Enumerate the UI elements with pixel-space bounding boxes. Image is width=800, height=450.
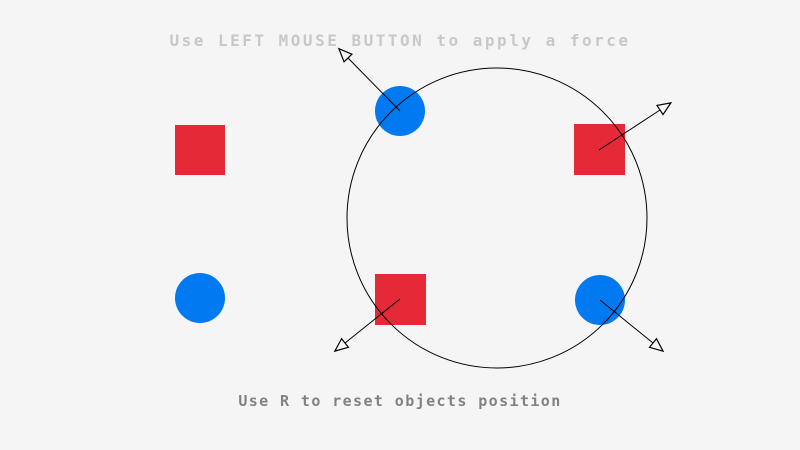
force-arrow-head — [655, 102, 673, 116]
force-arrow — [599, 299, 665, 353]
force-arrow-line — [599, 299, 654, 344]
instruction-reset: Use R to reset objects position — [238, 392, 562, 410]
force-arrow-line — [344, 298, 401, 344]
force-arrow-line — [347, 57, 401, 112]
physics-ball-blue[interactable] — [175, 273, 225, 323]
force-arrow — [337, 47, 401, 112]
force-arrow — [598, 102, 673, 151]
force-arrow-line — [598, 109, 661, 151]
force-arrow-head — [648, 337, 665, 353]
force-arrow-head — [333, 337, 350, 353]
boundary-circle — [346, 67, 648, 369]
force-arrow — [333, 298, 401, 353]
instruction-apply-force: Use LEFT MOUSE BUTTON to apply a force — [169, 31, 631, 50]
physics-box-red[interactable] — [375, 274, 426, 325]
physics-box-red[interactable] — [175, 125, 225, 175]
force-arrow-head — [337, 47, 353, 63]
